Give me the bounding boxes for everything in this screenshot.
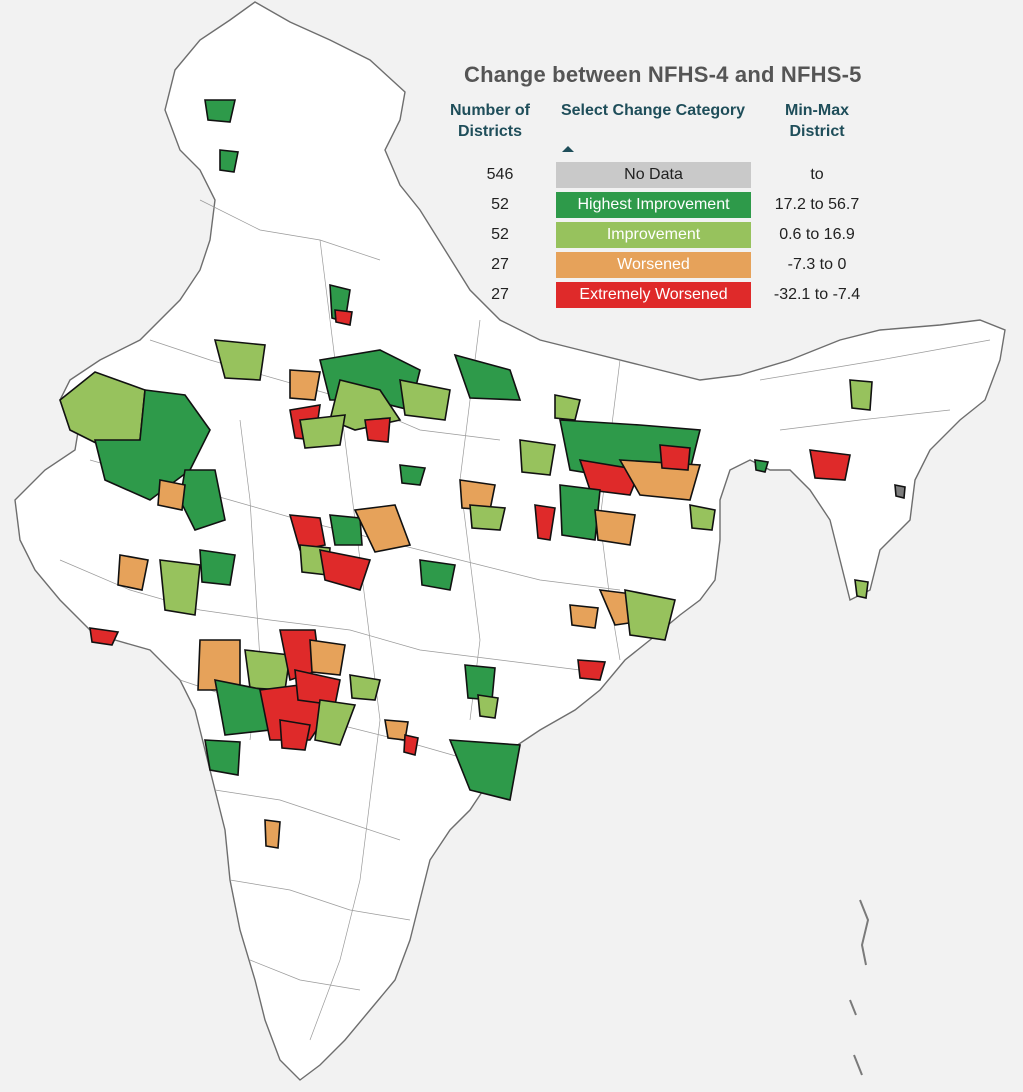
header-number-of-districts[interactable]: Number of Districts bbox=[450, 102, 530, 140]
min-max-range: 0.6 to 16.9 bbox=[779, 226, 855, 243]
min-max-range: -7.3 to 0 bbox=[787, 256, 847, 273]
district-count: 27 bbox=[491, 286, 509, 303]
min-max-range: 17.2 to 56.7 bbox=[774, 196, 860, 213]
district-highlights bbox=[59, 99, 906, 849]
category-highest-improvement[interactable]: Highest Improvement bbox=[556, 192, 751, 218]
district-count: 27 bbox=[491, 256, 509, 273]
header-min-max-district[interactable]: Min-Max District bbox=[785, 102, 849, 140]
district-count: 52 bbox=[491, 226, 509, 243]
legend-row-improvement[interactable]: 52 Improvement 0.6 to 16.9 bbox=[440, 222, 880, 249]
min-max-range: to bbox=[810, 166, 824, 183]
district-count: 52 bbox=[491, 196, 509, 213]
legend-row-no-data[interactable]: 546 No Data to bbox=[440, 162, 880, 189]
min-max-range: -32.1 to -7.4 bbox=[773, 286, 861, 303]
category-worsened[interactable]: Worsened bbox=[556, 252, 751, 278]
category-extremely-worsened[interactable]: Extremely Worsened bbox=[556, 282, 751, 308]
sort-ascending-icon[interactable] bbox=[562, 146, 574, 152]
category-improvement[interactable]: Improvement bbox=[556, 222, 751, 248]
header-select-change-category[interactable]: Select Change Category bbox=[560, 102, 746, 119]
map-title: Change between NFHS-4 and NFHS-5 bbox=[464, 62, 862, 87]
category-no-data[interactable]: No Data bbox=[556, 162, 751, 188]
district-count: 546 bbox=[486, 166, 514, 183]
legend-row-worsened[interactable]: 27 Worsened -7.3 to 0 bbox=[440, 252, 880, 279]
legend-row-highest-improvement[interactable]: 52 Highest Improvement 17.2 to 56.7 bbox=[440, 192, 880, 219]
legend-row-extremely-worsened[interactable]: 27 Extremely Worsened -32.1 to -7.4 bbox=[440, 282, 880, 309]
